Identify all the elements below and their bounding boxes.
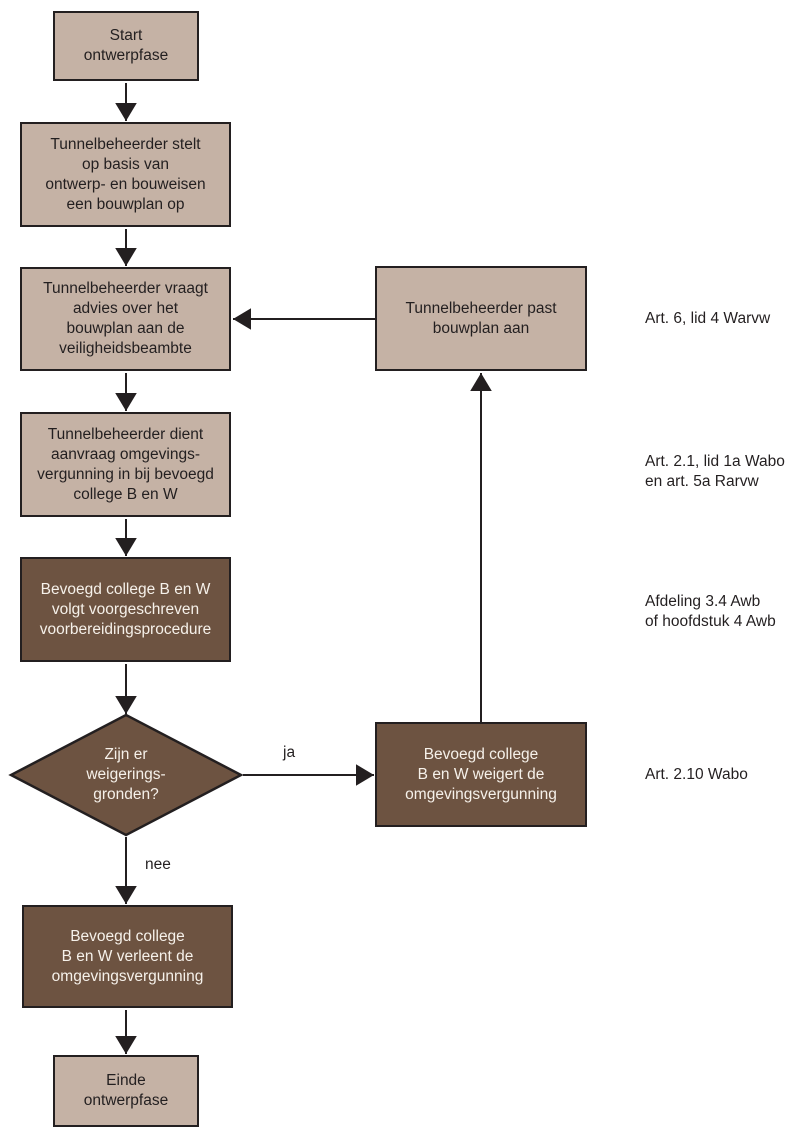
node-verleent-omgevingsvergunning: Bevoegd college B en W verleent de omgev… [22,905,233,1008]
node-volgt-voorbereidingsprocedure: Bevoegd college B en W volgt voorgeschre… [20,557,231,662]
node-stelt-bouwplan-op: Tunnelbeheerder stelt op basis van ontwe… [20,122,231,227]
node-dient-aanvraag-in: Tunnelbeheerder dient aanvraag omgevings… [20,412,231,517]
annotation-afdeling-3-4-awb: Afdeling 3.4 Awb of hoofdstuk 4 Awb [645,593,776,630]
node-vraagt-advies: Tunnelbeheerder vraagt advies over het b… [20,267,231,371]
node-past-bouwplan-aan: Tunnelbeheerder past bouwplan aan [375,266,587,371]
edge-label-ja: ja [283,744,296,761]
annotation-art-2-1-wabo: Art. 2.1, lid 1a Wabo en art. 5a Rarvw [645,453,785,490]
node-einde-ontwerpfase: Einde ontwerpfase [53,1055,199,1127]
decision-diamond-shape [8,713,244,837]
annotation-art-6-lid-4-warvw: Art. 6, lid 4 Warvw [645,310,771,327]
annotation-art-2-10-wabo: Art. 2.10 Wabo [645,766,748,783]
node-weigert-omgevingsvergunning: Bevoegd college B en W weigert de omgevi… [375,722,587,827]
node-start-ontwerpfase: Start ontwerpfase [53,11,199,81]
edge-label-nee: nee [145,856,171,873]
decision-weigeringsgronden-label: Zijn er weigerings- gronden? [86,746,166,803]
